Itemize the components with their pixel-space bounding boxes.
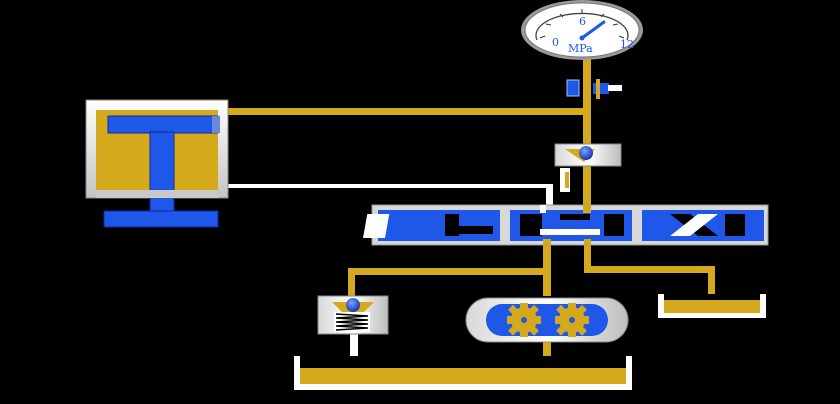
gauge-label-min: 0 — [552, 36, 559, 49]
pipe-return-line — [228, 184, 553, 188]
pipe-gauge-riser — [583, 58, 591, 208]
pipe-valve-right — [584, 236, 591, 270]
gauge-needle — [580, 20, 606, 40]
pipe-relief-drop — [348, 268, 355, 300]
relief-valve[interactable] — [317, 295, 389, 335]
pipe-relief-drain — [350, 332, 358, 370]
pump-gear-right — [555, 303, 589, 337]
directional-control-valve[interactable] — [363, 204, 769, 246]
gauge-shutoff-valve[interactable] — [566, 79, 622, 99]
pipe-to-small-tank — [584, 266, 714, 273]
pipe-cylinder-cap — [228, 108, 588, 115]
gauge-unit-label: MPa — [568, 42, 593, 55]
pipe-relief-branch — [348, 268, 548, 275]
gauge-label-max: 12 — [620, 38, 634, 51]
gear-pump — [465, 297, 629, 343]
pressure-gauge: 0 6 12 MPa — [521, 0, 643, 60]
check-valve-ball — [579, 146, 593, 160]
cylinder-rod-foot — [103, 210, 219, 228]
oil-tank-main — [294, 356, 632, 390]
cylinder-piston — [107, 115, 219, 134]
pump-gear-left — [507, 303, 541, 337]
hydraulic-cylinder — [85, 99, 229, 228]
check-valve — [554, 143, 622, 192]
pipe-small-tank-drop — [708, 266, 715, 298]
gauge-label-mid: 6 — [579, 15, 586, 28]
pipe-pump-to-valve — [543, 236, 551, 296]
relief-valve-ball — [346, 298, 360, 312]
oil-tank-small — [658, 294, 766, 318]
pipe-return-drop — [546, 184, 553, 212]
relief-valve-spring — [335, 313, 369, 331]
oil-lines — [228, 58, 715, 374]
cylinder-rod — [149, 131, 175, 213]
